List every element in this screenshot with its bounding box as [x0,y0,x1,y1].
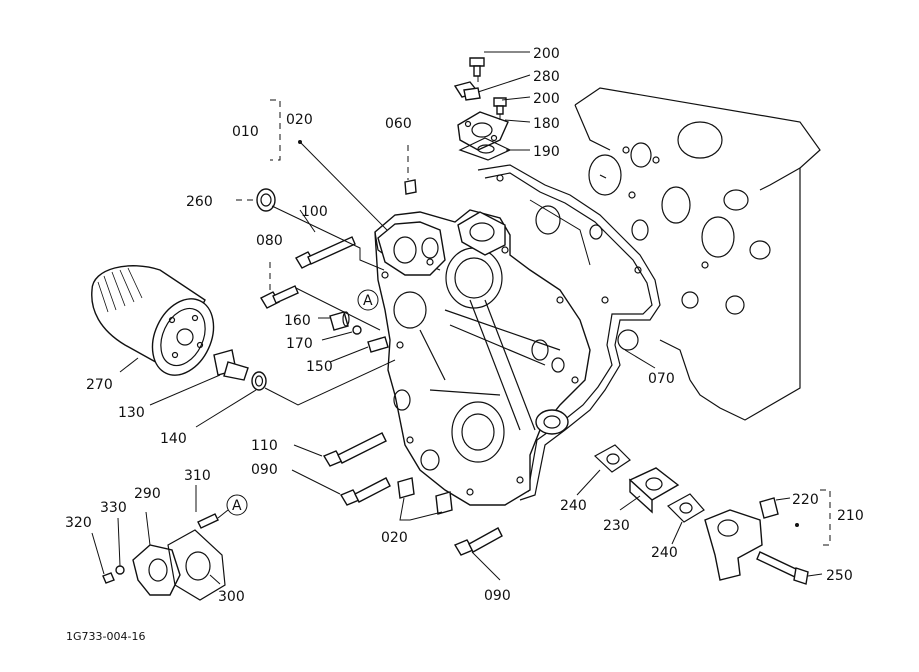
gasket-300 [167,529,226,601]
plugs-020 [397,477,453,515]
label-110: 110 [251,438,278,454]
bolt-250 [756,551,809,585]
gear-case-cover [374,209,591,506]
label-070: 070 [648,371,675,387]
plug-220 [759,497,779,519]
label-300: 300 [218,589,245,605]
leader-lines [91,51,831,585]
label-130: 130 [118,405,145,421]
label-080: 080 [256,233,283,249]
filter-joint-130 [213,349,249,381]
dowel-pin-060 [404,179,417,195]
label-150: 150 [306,359,333,375]
bolt-110 [322,432,387,467]
bolt-100 [295,236,356,269]
ref-a-lower: A [232,498,242,514]
gasket-240-lower [667,493,705,523]
oil-seal-260 [256,188,276,212]
label-320: 320 [65,515,92,531]
label-270: 270 [86,377,113,393]
label-260: 260 [186,194,213,210]
label-190: 190 [533,144,560,160]
label-310: 310 [184,468,211,484]
label-330: 330 [100,500,127,516]
label-280: 280 [533,69,560,85]
part-labels: 010 020 060 200 280 200 180 190 260 100 … [65,46,864,643]
ref-a-upper: A [363,293,373,309]
label-200-a: 200 [533,46,560,62]
label-020-bottom: 020 [381,530,408,546]
label-160: 160 [284,313,311,329]
top-plate-assembly [453,57,512,161]
label-090-a: 090 [251,462,278,478]
label-250: 250 [826,568,853,584]
label-240-b: 240 [651,545,678,561]
bolt-090-upper [339,477,391,506]
label-020-top: 020 [286,112,313,128]
label-140: 140 [160,431,187,447]
drawing-code: 1G733-004-16 [66,630,145,643]
gasket-240-upper [593,444,631,473]
bolt-080 [260,285,299,309]
label-060: 060 [385,116,412,132]
bolt-090-lower [453,527,503,556]
label-220: 220 [792,492,819,508]
label-200-b: 200 [533,91,560,107]
label-240-a: 240 [560,498,587,514]
relief-parts [329,311,389,353]
spacer-230 [628,467,680,514]
label-090-b: 090 [484,588,511,604]
label-180: 180 [533,116,560,132]
label-230: 230 [603,518,630,534]
engine-block [574,87,821,421]
nut-320 [102,572,115,584]
washer-330 [115,565,125,575]
label-010: 010 [232,124,259,140]
label-100: 100 [301,204,328,220]
label-170: 170 [286,336,313,352]
o-ring-140 [251,371,267,391]
water-outlet-210 [704,509,763,581]
label-290: 290 [134,486,161,502]
label-210: 210 [837,508,864,524]
oil-filter-270 [91,265,215,376]
stud-310 [197,513,219,529]
